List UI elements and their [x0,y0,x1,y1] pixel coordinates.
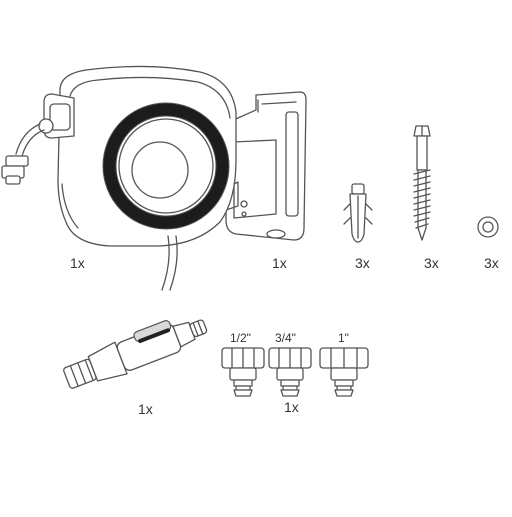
tap-adapter-half-icon [221,347,265,397]
wall-anchor-icon [343,183,373,243]
lag-screw-icon [413,125,431,241]
adapters-quantity-label: 1x [284,399,299,415]
nozzle-quantity-label: 1x [138,401,153,417]
anchors-quantity-label: 3x [355,255,370,271]
tap-adapter-one-inch-icon [319,347,369,397]
washer-icon [477,216,499,238]
adapter-size-one-label: 1" [338,331,349,345]
adapter-size-half-label: 1/2" [230,331,251,345]
spray-nozzle-icon [63,319,208,389]
wall-bracket-icon [225,91,307,241]
washers-quantity-label: 3x [484,255,499,271]
reel-quantity-label: 1x [70,255,85,271]
adapter-size-three-quarter-label: 3/4" [275,331,296,345]
bracket-quantity-label: 1x [272,255,287,271]
screws-quantity-label: 3x [424,255,439,271]
tap-adapter-three-quarter-icon [268,347,312,397]
hose-reel-icon [1,65,237,291]
